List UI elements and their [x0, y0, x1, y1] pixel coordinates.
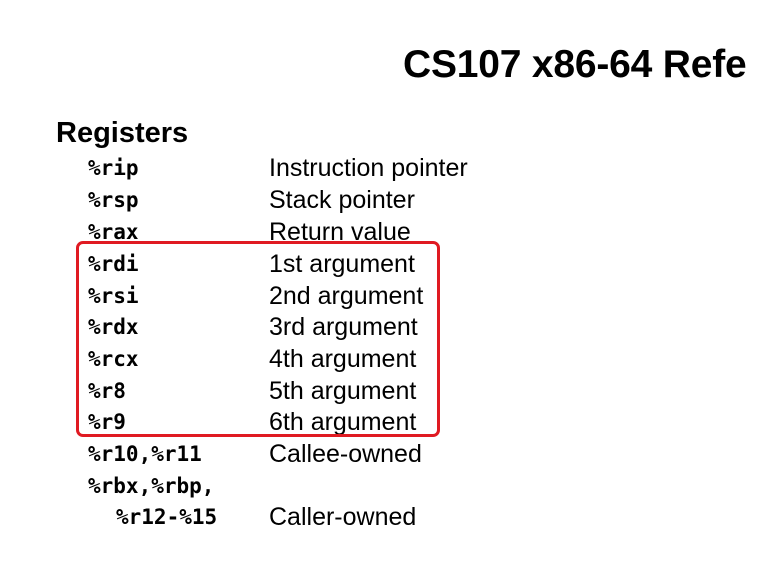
register-description: 1st argument: [269, 250, 415, 278]
register-description: 2nd argument: [269, 282, 424, 310]
register-name: %rip: [88, 156, 139, 180]
register-description: 5th argument: [269, 377, 417, 405]
register-name: %rcx: [88, 347, 139, 371]
register-name: %rax: [88, 220, 139, 244]
register-name: %r12-%15: [116, 505, 218, 529]
argument-registers-highlight: [76, 241, 440, 437]
register-description: Callee-owned: [269, 440, 422, 468]
register-name: %rdx: [88, 315, 139, 339]
register-name: %r8: [88, 379, 126, 403]
register-name: %rdi: [88, 252, 139, 276]
slide-title: CS107 x86-64 Refe: [403, 43, 747, 86]
section-heading: Registers: [56, 117, 189, 149]
register-description: 6th argument: [269, 408, 417, 436]
register-description: Caller-owned: [269, 503, 417, 531]
register-name: %rbx,%rbp,: [88, 474, 215, 498]
register-name: %rsp: [88, 188, 139, 212]
register-description: Instruction pointer: [269, 154, 468, 182]
register-description: 3rd argument: [269, 313, 418, 341]
register-description: 4th argument: [269, 345, 417, 373]
register-name: %r9: [88, 410, 126, 434]
register-name: %rsi: [88, 284, 139, 308]
register-name: %r10,%r11: [88, 442, 202, 466]
register-description: Stack pointer: [269, 186, 415, 214]
